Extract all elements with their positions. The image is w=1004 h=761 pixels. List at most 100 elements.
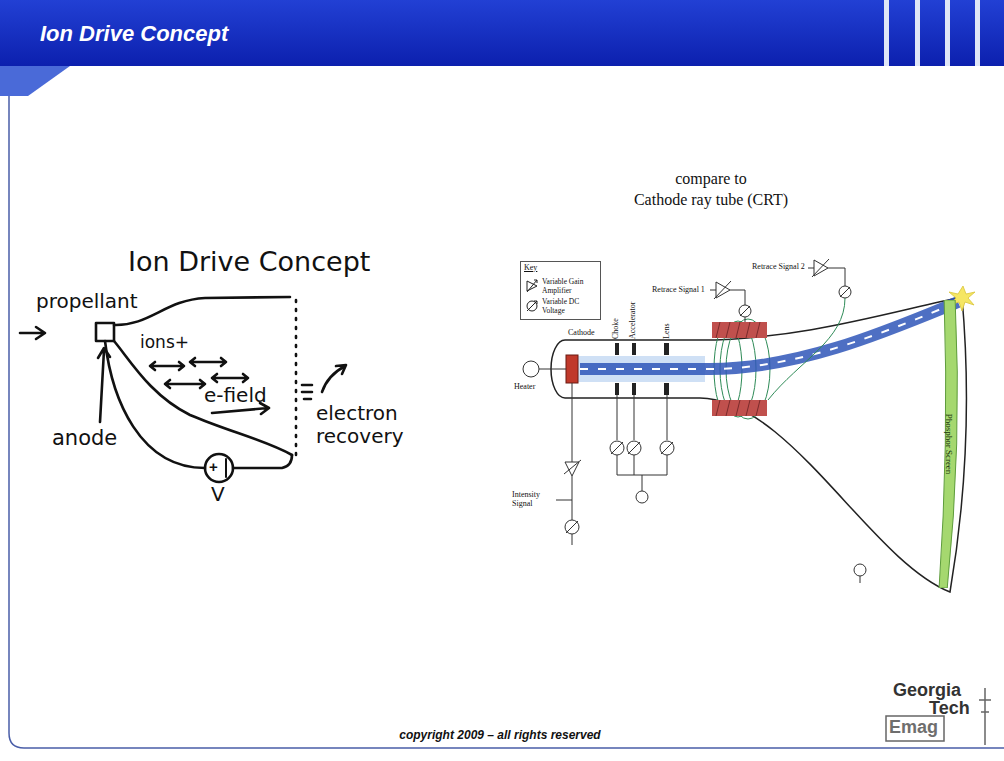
- battery-sign: +: [209, 458, 218, 475]
- circuit-wire: [539, 369, 566, 370]
- amplifier-symbol: [527, 281, 537, 291]
- field-label: e-field: [204, 384, 267, 407]
- dc-voltage-symbol: [840, 287, 850, 297]
- electrode: [615, 343, 669, 395]
- circuit-wire: [617, 455, 667, 491]
- amplifier-symbol: [812, 259, 829, 277]
- circuit-wire: [860, 576, 861, 583]
- electrode: [615, 343, 619, 355]
- ion-thruster-sketch: [205, 454, 233, 482]
- header-bar: [945, 0, 950, 66]
- electron-recovery-label: electron recovery: [316, 402, 426, 448]
- crt-label: Cathode ray tube (CRT): [581, 191, 841, 209]
- ions-label: ions+: [140, 333, 189, 353]
- ion-thruster-sketch: [165, 380, 205, 388]
- crt-tube: [551, 297, 966, 592]
- legend-symbol: [525, 279, 539, 293]
- ion-thruster-sketch: [20, 297, 346, 482]
- node-text: Phosphor Screen: [944, 414, 954, 475]
- dc-voltage-symbol: [565, 520, 579, 534]
- ion-thruster-sketch: [20, 327, 45, 339]
- circuit-wire: [768, 298, 845, 400]
- retrace-label: Retrace Signal 2: [752, 262, 805, 271]
- dc-voltage-symbol: [740, 306, 750, 316]
- dc-voltage-symbol: [628, 442, 640, 454]
- heater-label: Heater: [514, 382, 535, 391]
- screen-band: [939, 300, 957, 588]
- amplifier-symbol: [564, 259, 829, 476]
- key-heading: Key: [524, 263, 537, 272]
- cathode: [566, 355, 578, 383]
- logo-mark: [886, 716, 944, 741]
- amplifier-symbol: [565, 462, 579, 476]
- electrode-label: Choke: [611, 318, 620, 339]
- dc-voltage-symbol: [566, 521, 578, 533]
- sketch-heading: Ion Drive Concept: [128, 246, 370, 277]
- ion-thruster-sketch: [98, 348, 110, 422]
- ion-thruster-sketch: [212, 374, 248, 382]
- phosphor-screen: Phosphor Screen: [938, 300, 960, 588]
- ion-thruster-sketch: [96, 323, 114, 341]
- electrode: [664, 343, 669, 355]
- electrode-label: Accelerator: [628, 302, 637, 339]
- electron-beam: [580, 302, 958, 369]
- dc-voltage-symbol: [660, 441, 674, 455]
- header-bar: [884, 0, 889, 66]
- amplifier-symbol: [714, 281, 731, 299]
- legend-text: Variable DC Voltage: [542, 297, 596, 315]
- electrode-label: Lens: [662, 323, 671, 339]
- dc-voltage-symbol: [739, 305, 751, 317]
- legend-entry: Variable Gain Amplifier: [525, 277, 596, 295]
- propellant-label: propellant: [36, 290, 138, 313]
- header-bar: [975, 0, 980, 66]
- circuit-wire: [617, 395, 667, 440]
- circuit-wire: [710, 290, 745, 322]
- dc-voltage-symbol: [523, 361, 539, 377]
- intensity-label: Intensity Signal: [512, 490, 554, 508]
- amplifier-symbol: [527, 280, 537, 292]
- ion-thruster-sketch: [105, 341, 205, 468]
- dc-voltage-symbol: [839, 286, 851, 298]
- ion-thruster-sketch: [233, 455, 292, 468]
- ion-thruster-sketch: [295, 300, 298, 455]
- amplifier-symbol: [564, 460, 581, 474]
- dc-voltage-symbol: [854, 564, 866, 576]
- header-bar: [0, 66, 70, 96]
- retrace-label: Retrace Signal 1: [652, 285, 705, 294]
- logo-text: Emag: [889, 717, 938, 738]
- dc-voltage-symbol: [627, 441, 641, 455]
- copyright-notice: copyright 2009 – all rights reserved: [300, 729, 700, 743]
- electrode: [615, 383, 619, 395]
- ion-thruster-sketch: [302, 385, 312, 399]
- dc-voltage-symbol: [611, 442, 623, 454]
- dc-voltage-symbol: [610, 441, 624, 455]
- logo-text: Tech: [929, 698, 970, 719]
- ion-thruster-sketch: [190, 358, 226, 366]
- ion-thruster-sketch: [225, 459, 227, 477]
- electron-beam: [580, 286, 975, 369]
- slide-frame: [9, 96, 1004, 748]
- header-bar: [0, 0, 1004, 96]
- anode-label: anode: [52, 426, 117, 450]
- ion-thruster-sketch: [150, 362, 184, 370]
- electron-beam: [580, 302, 958, 369]
- legend-symbol: [525, 299, 539, 313]
- header-bar: [0, 0, 1004, 66]
- dc-voltage-symbol: [527, 301, 537, 311]
- electrode: [632, 343, 636, 355]
- voltage-label: V: [211, 483, 225, 506]
- compare-label: compare to: [581, 170, 841, 188]
- logo-text: Georgia: [893, 680, 961, 701]
- ion-thruster-sketch: [114, 297, 290, 325]
- crt-tube: [551, 297, 966, 592]
- cathode: [566, 355, 578, 383]
- cathode-label: Cathode: [568, 328, 595, 337]
- dc-voltage-symbol: [523, 286, 866, 576]
- legend-entry: Variable DC Voltage: [525, 297, 596, 315]
- logo-mark: [979, 688, 991, 745]
- electrode: [632, 383, 636, 395]
- header-bar: [915, 0, 920, 66]
